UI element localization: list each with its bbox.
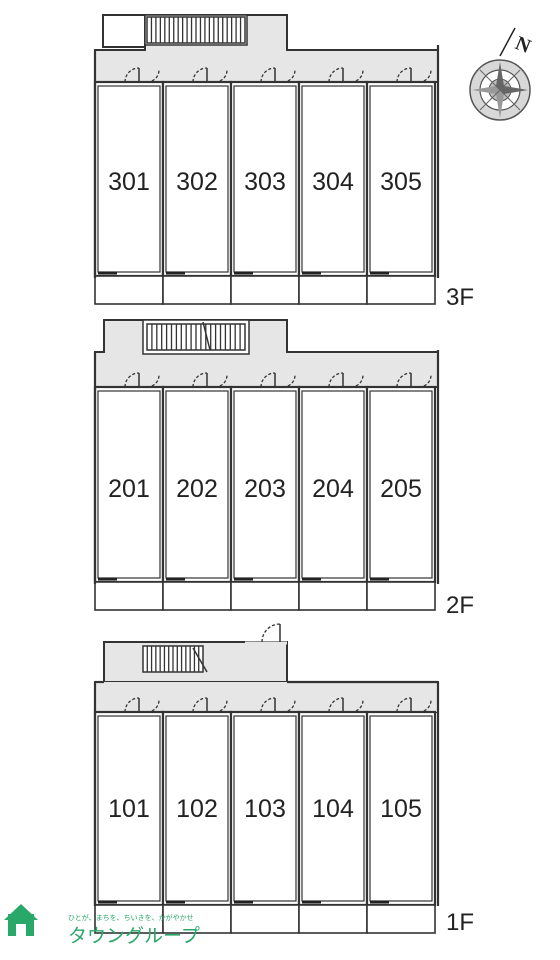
room-303: 303 bbox=[229, 67, 301, 278]
room-number-303: 303 bbox=[244, 168, 286, 196]
balcony-201 bbox=[94, 581, 164, 611]
room-number-104: 104 bbox=[312, 795, 354, 823]
balcony-203 bbox=[230, 581, 300, 611]
room-number-302: 302 bbox=[176, 168, 218, 196]
room-305: 305 bbox=[365, 67, 437, 278]
balcony-303 bbox=[230, 275, 300, 305]
floor-label-1f: 1F bbox=[446, 909, 474, 936]
room-203: 203 bbox=[229, 372, 301, 584]
room-number-202: 202 bbox=[176, 475, 218, 503]
balcony-204 bbox=[298, 581, 368, 611]
balcony-304 bbox=[298, 275, 368, 305]
floor-label-2f: 2F bbox=[446, 592, 474, 619]
compass-icon: N bbox=[469, 27, 534, 121]
balcony-104 bbox=[298, 904, 368, 934]
room-103: 103 bbox=[229, 697, 301, 907]
balcony-305 bbox=[366, 275, 436, 305]
balcony-301 bbox=[94, 275, 164, 305]
room-number-301: 301 bbox=[108, 168, 150, 196]
room-101: 101 bbox=[93, 697, 165, 907]
balcony-103 bbox=[230, 904, 300, 934]
balcony-205 bbox=[366, 581, 436, 611]
room-number-102: 102 bbox=[176, 795, 218, 823]
room-104: 104 bbox=[297, 697, 369, 907]
staircase-2f bbox=[146, 321, 246, 351]
floor-label-3f: 3F bbox=[446, 284, 474, 311]
room-number-305: 305 bbox=[380, 168, 422, 196]
room-202: 202 bbox=[161, 372, 233, 584]
room-number-304: 304 bbox=[312, 168, 354, 196]
balcony-105 bbox=[366, 904, 436, 934]
room-205: 205 bbox=[365, 372, 437, 584]
room-302: 302 bbox=[161, 67, 233, 278]
balcony-101 bbox=[94, 904, 164, 934]
room-number-204: 204 bbox=[312, 475, 354, 503]
balcony-302 bbox=[162, 275, 232, 305]
staircase-1f bbox=[142, 645, 208, 673]
floor-3f: 301 302 303 304 305 3F bbox=[93, 14, 474, 311]
room-number-203: 203 bbox=[244, 475, 286, 503]
compass-north-label: N bbox=[512, 32, 534, 58]
logo-brand: タウングループ bbox=[68, 925, 200, 947]
staircase-3f bbox=[146, 16, 246, 44]
room-204: 204 bbox=[297, 372, 369, 584]
balcony-102 bbox=[162, 904, 232, 934]
brand-logo: ひとが、まちを、ちいきを、かがやかせ タウングループ bbox=[4, 904, 200, 947]
floor-1f: 101 102 103 104 105 1F bbox=[93, 623, 474, 936]
room-105: 105 bbox=[365, 697, 437, 907]
room-number-105: 105 bbox=[380, 795, 422, 823]
room-301: 301 bbox=[93, 67, 165, 278]
logo-tagline: ひとが、まちを、ちいきを、かがやかせ bbox=[68, 913, 194, 922]
room-102: 102 bbox=[161, 697, 233, 907]
room-304: 304 bbox=[297, 67, 369, 278]
room-number-205: 205 bbox=[380, 475, 422, 503]
room-number-101: 101 bbox=[108, 795, 150, 823]
room-number-103: 103 bbox=[244, 795, 286, 823]
balcony-202 bbox=[162, 581, 232, 611]
room-number-201: 201 bbox=[108, 475, 150, 503]
room-201: 201 bbox=[93, 372, 165, 584]
floor-2f: 201 202 203 204 205 2F bbox=[93, 319, 474, 619]
